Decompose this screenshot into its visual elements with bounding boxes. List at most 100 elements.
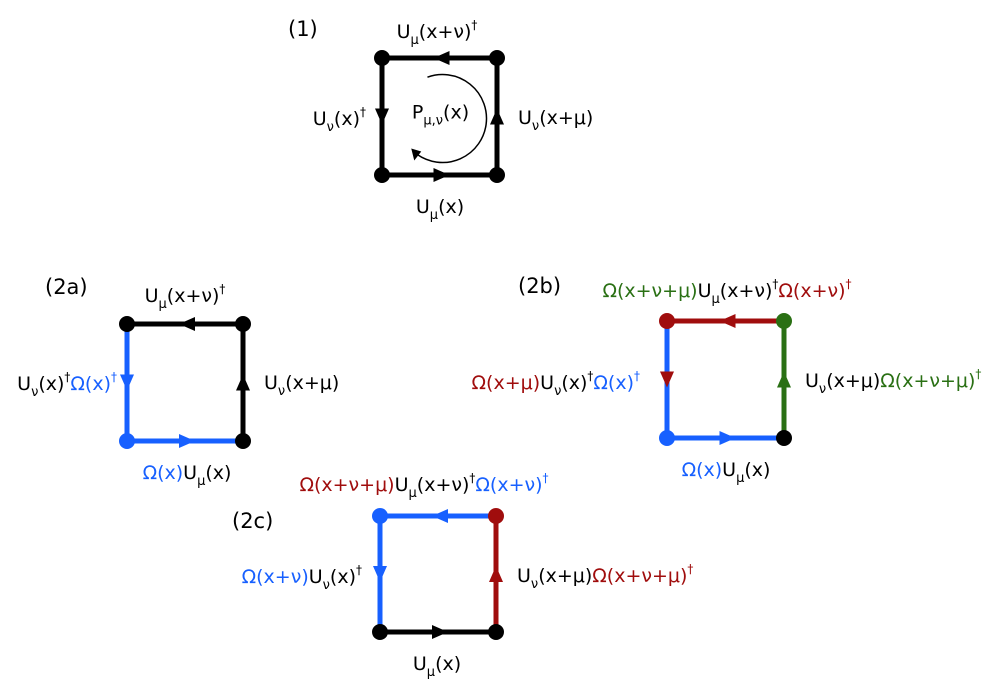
label-bottom-part: Ω(x) <box>682 459 723 481</box>
site-top-right <box>489 50 505 66</box>
label-bottom-part: μ <box>430 208 438 223</box>
label-left-part: U <box>540 372 554 394</box>
label-bottom-part: U <box>722 459 736 481</box>
label-bottom-part: μ <box>427 665 435 680</box>
label-top-part: † <box>469 471 475 485</box>
label-left-part: † <box>634 369 640 383</box>
label-right-part: ν <box>819 382 826 397</box>
label-top-part: μ <box>409 486 417 501</box>
panel-label-2c: (2c) <box>232 509 273 533</box>
arrow-right-icon <box>490 108 504 125</box>
label-right: Uν(x+μ) <box>264 372 339 399</box>
label-right-part: U <box>517 565 531 587</box>
panel-label-2b: (2b) <box>518 274 561 298</box>
plaquette-label: Pμ,ν(x) <box>412 102 469 129</box>
label-left-part: Ω(x+μ) <box>472 372 541 394</box>
arrow-top-icon <box>719 314 736 328</box>
label-left-part: Ω(x+ν) <box>242 566 309 588</box>
panel-2b: (2b)Ω(x+ν+μ)Uμ(x+ν)†Ω(x+ν)†Ω(x+μ)Uν(x)†Ω… <box>472 274 982 486</box>
label-right-part: ν <box>531 577 538 592</box>
label-bottom-part: U <box>183 462 197 484</box>
label-left-part: (x) <box>330 566 356 588</box>
label-bottom-part: Ω(x) <box>143 462 184 484</box>
label-left-part: U <box>17 373 31 395</box>
label-right-part: (x+μ) <box>539 107 593 129</box>
site-top-left <box>372 508 388 524</box>
label-top: Uμ(x+ν)† <box>397 18 478 48</box>
panel-label-2a: (2a) <box>45 275 88 299</box>
site-top-right <box>235 316 251 332</box>
label-top-part: (x+ν) <box>419 21 472 43</box>
label-right-part: † <box>975 367 981 381</box>
panel-2c: (2c)Ω(x+ν+μ)Uμ(x+ν)†Ω(x+ν)†Ω(x+ν)Uν(x)†U… <box>232 471 693 680</box>
label-top-part: Ω(x+ν+μ) <box>299 474 394 496</box>
label-top-part: (x+ν) <box>720 280 773 302</box>
label-left-part: ν <box>327 120 334 135</box>
site-bottom-left <box>374 167 390 183</box>
panel-label-1: (1) <box>288 17 318 41</box>
label-bottom-part: (x) <box>438 196 464 218</box>
arrow-bottom-icon <box>432 625 448 639</box>
label-top-part: (x+ν) <box>417 474 470 496</box>
label-left-part: ν <box>31 385 38 400</box>
arrow-bottom-icon <box>433 168 450 182</box>
site-bottom-left <box>119 433 135 449</box>
site-bottom-right <box>235 433 251 449</box>
label-right-part: Ω(x+ν+μ) <box>880 370 975 392</box>
label-bottom: Uμ(x) <box>413 653 461 680</box>
label-right: Uν(x+μ)Ω(x+ν+μ)† <box>517 562 693 592</box>
site-top-left <box>659 313 675 329</box>
arrow-top-icon <box>179 317 195 331</box>
arrow-left-icon <box>660 371 674 388</box>
label-top: Uμ(x+ν)† <box>145 282 226 312</box>
label-left-part: (x) <box>38 373 64 395</box>
label-right-part: † <box>687 562 693 576</box>
label-left: Ω(x+μ)Uν(x)†Ω(x)† <box>472 369 640 399</box>
site-top-left <box>119 316 135 332</box>
label-left-part: † <box>111 370 117 384</box>
arrow-left-icon <box>373 566 387 582</box>
label-top-part: Ω(x+ν+μ) <box>602 280 697 302</box>
label-bottom-part: (x) <box>435 653 461 675</box>
arrow-top-icon <box>433 51 450 65</box>
panel-2a: (2a)Uμ(x+ν)†Uν(x)†Ω(x)†Uν(x+μ)Ω(x)Uμ(x) <box>17 275 339 489</box>
site-bottom-left <box>372 624 388 640</box>
panel-1: (1)Pμ,ν(x)Uμ(x+ν)†Uν(x)†Uν(x+μ)Uμ(x) <box>288 17 593 223</box>
label-bottom-part: μ <box>736 471 744 486</box>
site-top-right <box>488 508 504 524</box>
circulation-arc <box>416 73 488 164</box>
label-left-part: † <box>360 105 366 119</box>
label-right-part: ν <box>532 119 539 134</box>
plaquette-label-part: (x) <box>443 102 469 124</box>
label-bottom: Ω(x)Uμ(x) <box>682 459 771 486</box>
label-bottom-part: (x) <box>744 459 770 481</box>
label-left-part: † <box>587 369 593 383</box>
label-left-part: (x) <box>334 108 360 130</box>
label-top-part: μ <box>159 297 167 312</box>
label-right: Uν(x+μ) <box>518 107 593 134</box>
label-top-part: U <box>397 21 411 43</box>
label-right-part: U <box>264 372 278 394</box>
label-left-part: U <box>309 566 323 588</box>
circulation-arrow-icon <box>411 148 422 161</box>
label-left: Uν(x)†Ω(x)† <box>17 370 117 400</box>
label-top-part: μ <box>411 33 419 48</box>
label-right-part: ν <box>278 384 285 399</box>
label-top-part: † <box>543 471 549 485</box>
label-right: Uν(x+μ)Ω(x+ν+μ)† <box>805 367 981 397</box>
label-right-part: U <box>805 370 819 392</box>
label-top-part: † <box>471 18 477 32</box>
label-top: Ω(x+ν+μ)Uμ(x+ν)†Ω(x+ν)† <box>602 277 851 307</box>
label-right-part: (x+μ) <box>826 370 880 392</box>
label-bottom-part: U <box>416 196 430 218</box>
plaquette-label-part: P <box>412 102 423 124</box>
label-left-part: Ω(x) <box>70 373 111 395</box>
label-top-part: U <box>395 474 409 496</box>
site-bottom-left <box>659 430 675 446</box>
site-top-right <box>776 313 792 329</box>
label-left: Uν(x)† <box>313 105 366 135</box>
label-left-part: (x) <box>561 372 587 394</box>
label-right-part: Ω(x+ν+μ) <box>592 565 687 587</box>
site-bottom-right <box>489 167 505 183</box>
arrow-left-icon <box>375 108 389 125</box>
